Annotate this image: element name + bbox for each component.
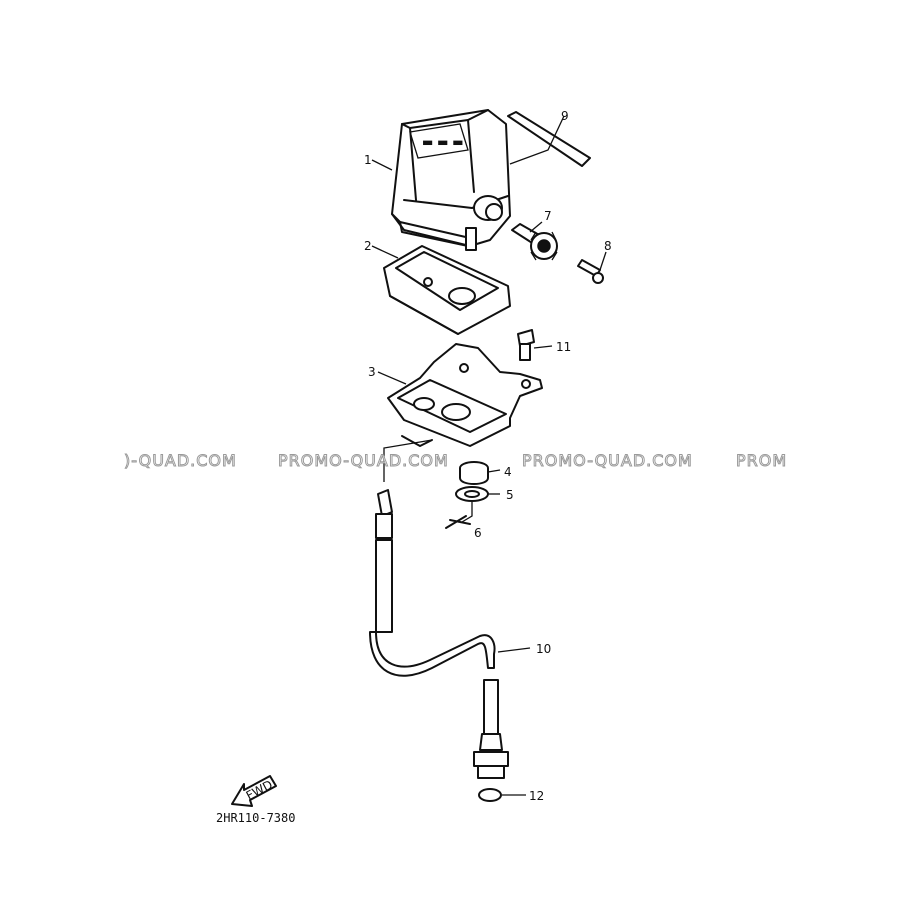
part-2-gasket bbox=[383, 245, 511, 335]
watermark-right: PROMO-QUAD.COM bbox=[522, 451, 693, 470]
label-11: 11 bbox=[556, 340, 571, 354]
label-9: 9 bbox=[561, 109, 569, 123]
watermark-edge: PROM bbox=[736, 451, 787, 470]
part-6-clip bbox=[445, 515, 471, 529]
part-4-grommet bbox=[459, 461, 489, 485]
label-7: 7 bbox=[544, 209, 552, 223]
part-8-screw bbox=[577, 259, 604, 284]
label-8: 8 bbox=[604, 239, 612, 253]
part-11-bolt bbox=[517, 329, 535, 361]
label-10: 10 bbox=[536, 642, 551, 656]
leader-lines bbox=[371, 115, 607, 796]
fwd-label: FWD bbox=[244, 777, 275, 803]
label-1: 1 bbox=[364, 153, 372, 167]
watermark-left: )-QUAD.COM bbox=[124, 451, 237, 470]
label-5: 5 bbox=[506, 488, 514, 502]
part-5-washer bbox=[455, 486, 489, 502]
part-12-oring bbox=[478, 788, 502, 802]
part-3-bracket bbox=[387, 343, 543, 447]
label-2: 2 bbox=[364, 239, 372, 253]
label-12: 12 bbox=[529, 789, 544, 803]
watermark-middle: PROMO-QUAD.COM bbox=[278, 451, 449, 470]
part-10-cable bbox=[369, 489, 509, 779]
label-6: 6 bbox=[474, 526, 482, 540]
meter-housing: ▬ ▬ ▬ bbox=[391, 109, 511, 251]
label-3: 3 bbox=[368, 365, 376, 379]
part-9-strip bbox=[507, 111, 591, 167]
part-7-gear bbox=[511, 223, 558, 261]
label-4: 4 bbox=[504, 465, 512, 479]
diagram-code: 2HR110-7380 bbox=[216, 811, 295, 825]
svg-text:▬ ▬ ▬: ▬ ▬ ▬ bbox=[422, 135, 464, 149]
fwd-arrow-icon: FWD bbox=[231, 775, 277, 807]
